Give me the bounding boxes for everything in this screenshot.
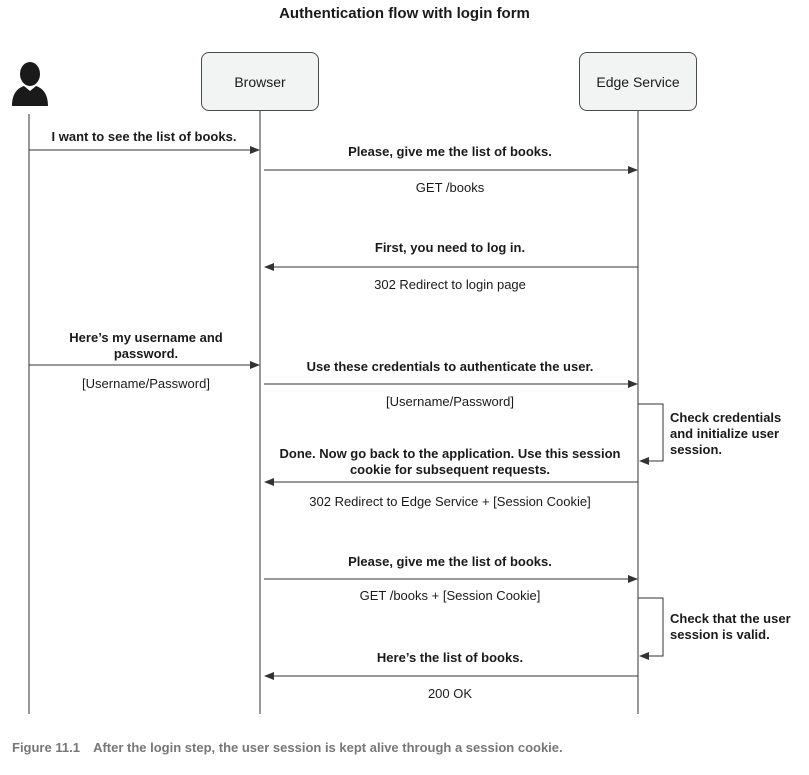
message-4-label-line1: Here’s my username and [69,330,223,345]
self-note-2: Check that the user session is valid. [670,611,791,643]
self-note-1-line1: Check credentials [670,410,782,425]
message-6-label-line1: Done. Now go back to the application. Us… [279,446,621,461]
browser-participant: Browser [201,52,319,111]
message-6-detail: 302 Redirect to Edge Service + [Session … [309,494,591,509]
message-8-label: Here’s the list of books. [376,650,524,665]
message-8-detail: 200 OK [427,686,473,701]
edge-service-participant: Edge Service [579,52,697,111]
message-1-label: I want to see the list of books. [51,129,237,144]
figure-caption: Figure 11.1 After the login step, the us… [12,740,563,755]
message-5-detail: [Username/Password] [386,394,514,409]
figure-caption-text: After the login step, the user session i… [93,740,563,755]
figure-number: Figure 11.1 [12,740,80,755]
edge-service-participant-label: Edge Service [596,73,680,90]
browser-participant-label: Browser [234,73,286,90]
diagram-title: Authentication flow with login form [279,5,530,22]
message-7-label: Please, give me the list of books. [348,554,552,569]
user-icon [12,62,48,106]
message-7-detail: GET /books + [Session Cookie] [359,588,541,603]
self-note-1-line2: and initialize user [670,426,780,441]
self-note-2-line1: Check that the user [670,611,791,626]
message-3-label: First, you need to log in. [374,240,526,255]
message-2-label: Please, give me the list of books. [348,144,552,159]
message-4-detail: [Username/Password] [82,376,210,391]
self-note-1-line3: session. [670,442,723,457]
message-5-label: Use these credentials to authenticate th… [306,359,594,374]
self-message-arrow-1 [638,403,664,465]
message-3-detail: 302 Redirect to login page [374,277,526,292]
self-message-arrow-2 [638,597,664,660]
self-note-2-line2: session is valid. [670,627,770,642]
message-6-label-line2: cookie for subsequent requests. [349,462,551,477]
message-4-label-line2: password. [113,346,179,361]
message-2-detail: GET /books [415,180,485,195]
self-note-1: Check credentials and initialize user se… [670,410,781,458]
